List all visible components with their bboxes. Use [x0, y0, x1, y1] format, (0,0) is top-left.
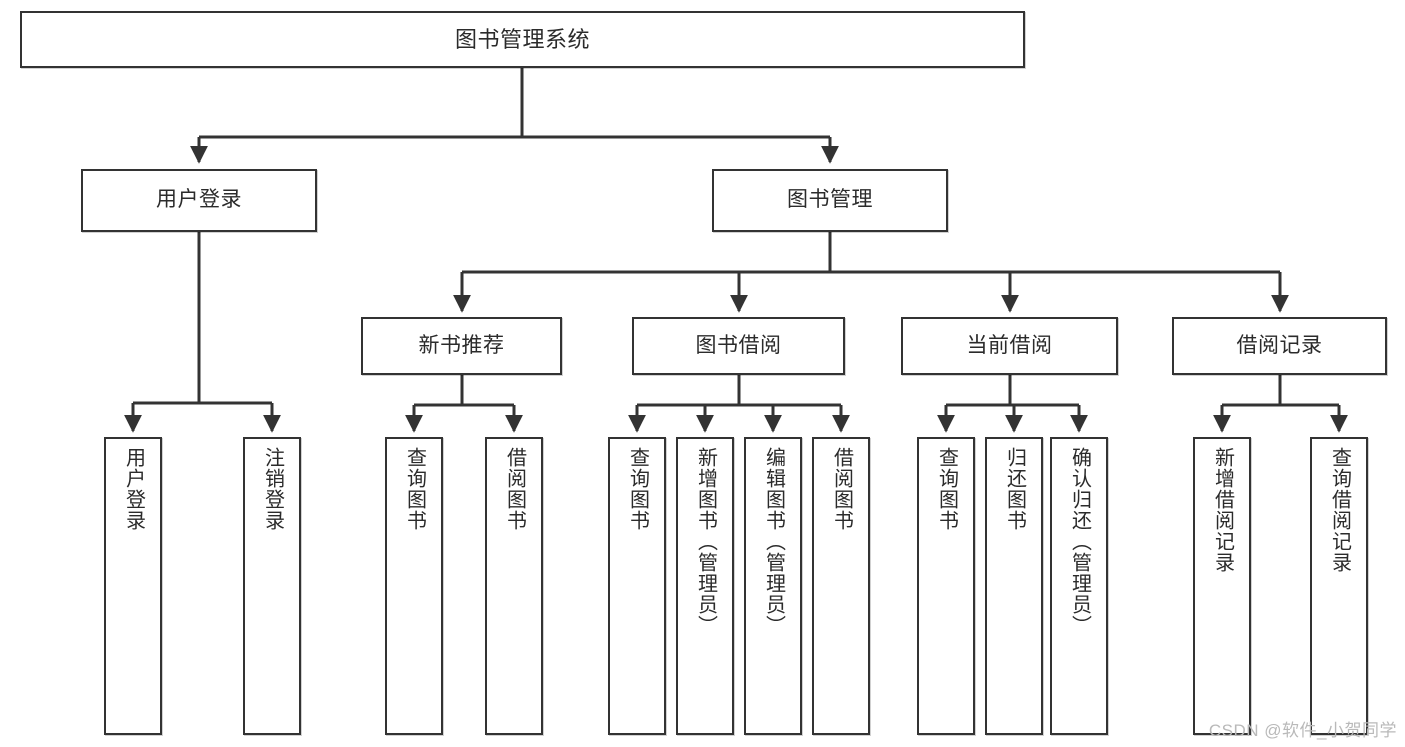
leaf-book-borrow-add[interactable]: 新增图书（管理员） [676, 437, 734, 735]
node-label: 确认归还（管理员） [1068, 447, 1091, 636]
node-new-book-recommend[interactable]: 新书推荐 [361, 317, 562, 375]
leaf-new-book-borrow[interactable]: 借阅图书 [485, 437, 543, 735]
leaf-book-borrow-query[interactable]: 查询图书 [608, 437, 666, 735]
node-label: 查询图书 [626, 447, 649, 531]
node-label: 查询图书 [403, 447, 426, 531]
leaf-user-login-signin[interactable]: 用户登录 [104, 437, 162, 735]
node-label: 图书管理系统 [454, 26, 590, 52]
leaf-new-book-query[interactable]: 查询图书 [385, 437, 443, 735]
node-label: 查询借阅记录 [1328, 447, 1351, 573]
node-label: 归还图书 [1003, 447, 1026, 531]
leaf-current-borrow-return[interactable]: 归还图书 [985, 437, 1043, 735]
node-label: 用户登录 [156, 188, 242, 212]
node-user-login[interactable]: 用户登录 [81, 169, 317, 232]
node-label: 图书管理 [787, 188, 873, 212]
leaf-book-borrow-lend[interactable]: 借阅图书 [812, 437, 870, 735]
leaf-borrow-record-query[interactable]: 查询借阅记录 [1310, 437, 1368, 735]
node-label: 图书借阅 [695, 333, 782, 357]
node-root-system[interactable]: 图书管理系统 [20, 11, 1025, 68]
node-label: 新书推荐 [418, 333, 505, 357]
leaf-user-login-signout[interactable]: 注销登录 [243, 437, 301, 735]
node-current-borrow[interactable]: 当前借阅 [901, 317, 1118, 375]
node-label: 当前借阅 [966, 333, 1053, 357]
node-label: 查询图书 [935, 447, 958, 531]
node-label: 借阅图书 [503, 447, 526, 531]
leaf-borrow-record-add[interactable]: 新增借阅记录 [1193, 437, 1251, 735]
node-label: 编辑图书（管理员） [762, 447, 785, 636]
node-book-borrow[interactable]: 图书借阅 [632, 317, 845, 375]
csdn-watermark: CSDN @软件_小贺同学 [1208, 721, 1397, 740]
node-label: 注销登录 [261, 447, 284, 531]
leaf-current-borrow-confirm-return[interactable]: 确认归还（管理员） [1050, 437, 1108, 735]
node-label: 借阅记录 [1236, 333, 1323, 357]
node-label: 新增借阅记录 [1211, 447, 1234, 573]
node-label: 借阅图书 [830, 447, 853, 531]
node-label: 新增图书（管理员） [694, 447, 717, 636]
node-borrow-record[interactable]: 借阅记录 [1172, 317, 1387, 375]
node-label: 用户登录 [122, 447, 145, 531]
leaf-current-borrow-query[interactable]: 查询图书 [917, 437, 975, 735]
leaf-book-borrow-edit[interactable]: 编辑图书（管理员） [744, 437, 802, 735]
node-book-management[interactable]: 图书管理 [712, 169, 948, 232]
